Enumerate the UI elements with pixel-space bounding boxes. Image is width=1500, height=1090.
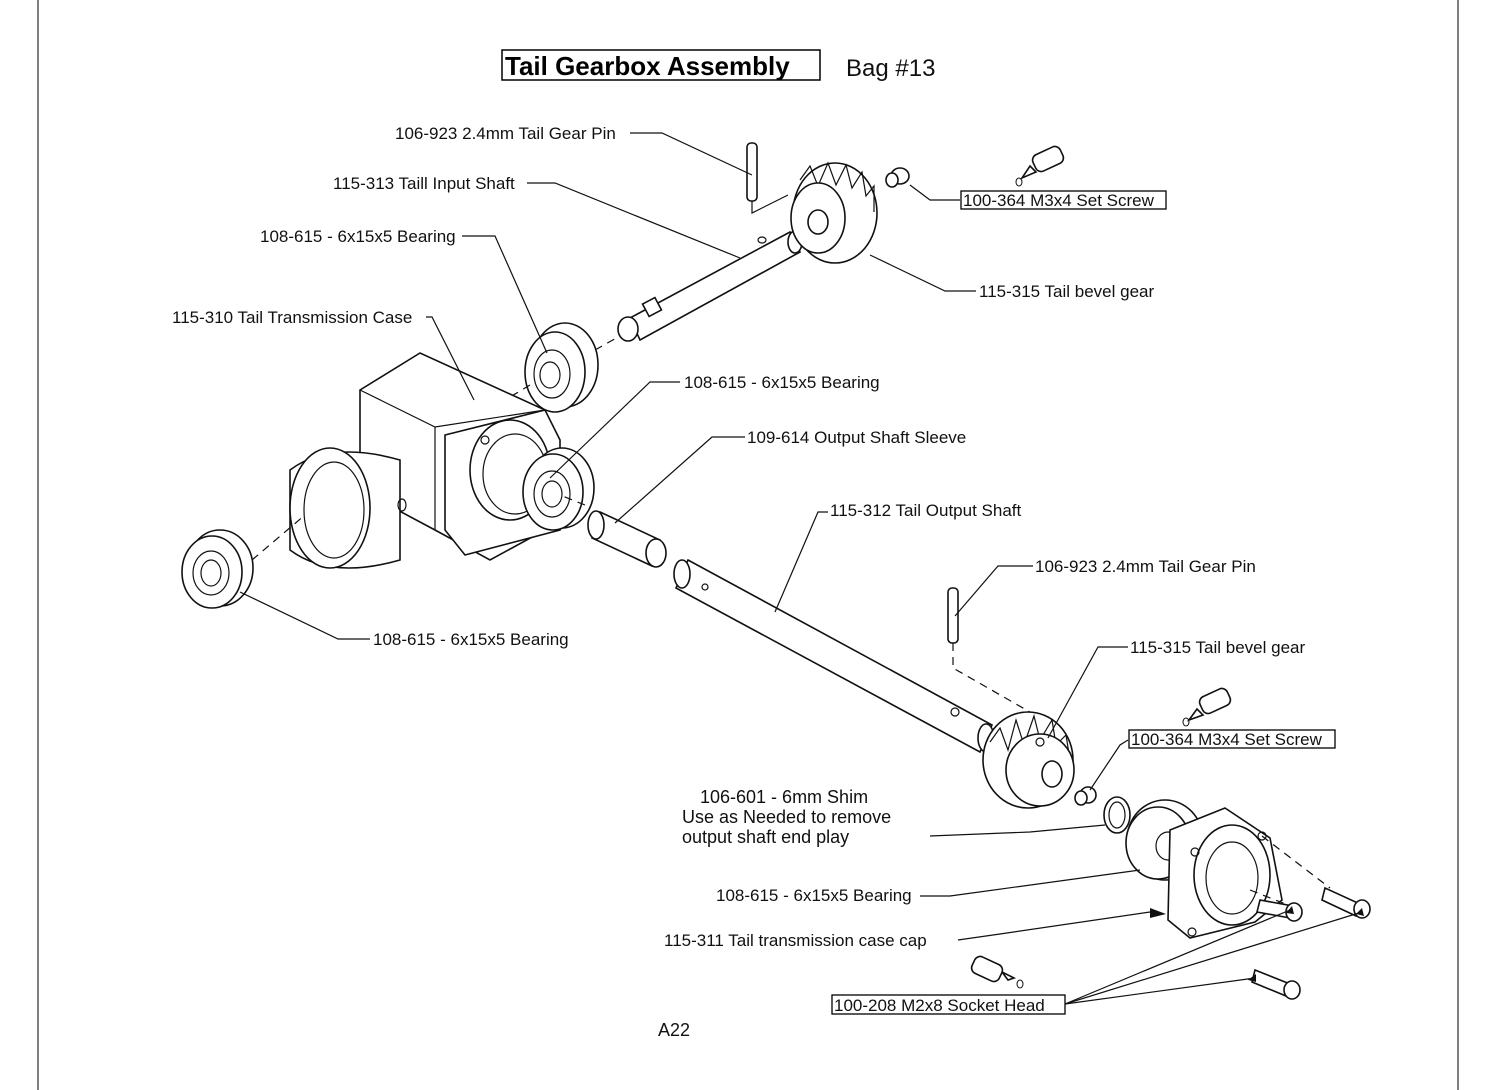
title-box xyxy=(501,49,821,81)
set-screw-bottom-part xyxy=(1074,786,1097,806)
label-output-shaft: 115-312 Tail Output Shaft xyxy=(830,501,1022,520)
label-bevel-gear-top: 115-315 Tail bevel gear xyxy=(979,282,1155,301)
set-screw-bottom-box xyxy=(1128,729,1336,749)
label-bevel-gear-bottom: 115-315 Tail bevel gear xyxy=(1130,638,1306,657)
page-title: Tail Gearbox Assembly xyxy=(505,51,790,81)
bag-number: Bag #13 xyxy=(846,55,935,82)
label-shim-line1: 106-601 - 6mm Shim xyxy=(700,787,868,807)
set-screw-top-part xyxy=(885,167,910,188)
socket-screws-part xyxy=(1251,886,1371,1000)
threadlock-screws-icon xyxy=(970,955,1024,989)
label-case-cap: 115-311 Tail transmission case cap xyxy=(664,931,927,950)
threadlock-bottom-icon xyxy=(1182,687,1232,727)
bearing-left-part xyxy=(181,514,306,609)
label-socket-head: 100-208 M2x8 Socket Head xyxy=(834,996,1045,1015)
label-bearing-left: 108-615 - 6x15x5 Bearing xyxy=(373,630,569,649)
bevel-gear-top-part xyxy=(790,161,878,264)
transmission-case-part xyxy=(289,352,561,569)
bearing-top-part xyxy=(509,322,599,413)
label-input-shaft: 115-313 Taill Input Shaft xyxy=(333,174,515,193)
case-cap-part xyxy=(1167,807,1331,939)
label-gear-pin-top: 106-923 2.4mm Tail Gear Pin xyxy=(395,124,616,143)
label-bearing-top: 108-615 - 6x15x5 Bearing xyxy=(260,227,456,246)
case-cap-arrow xyxy=(1150,908,1166,918)
label-set-screw-top: 100-364 M3x4 Set Screw xyxy=(963,191,1155,210)
shim-part xyxy=(1103,796,1131,834)
bearing-mid-part xyxy=(522,447,595,531)
output-shaft-part xyxy=(673,558,995,754)
label-transmission-case: 115-310 Tail Transmission Case xyxy=(172,308,412,327)
label-bearing-bottom: 108-615 - 6x15x5 Bearing xyxy=(716,886,912,905)
label-bearing-mid: 108-615 - 6x15x5 Bearing xyxy=(684,373,880,392)
label-shim-line3: output shaft end play xyxy=(682,827,849,847)
label-output-sleeve: 109-614 Output Shaft Sleeve xyxy=(747,428,966,447)
output-sleeve-part xyxy=(559,494,667,568)
page-number: A22 xyxy=(658,1020,690,1040)
label-shim-line2: Use as Needed to remove xyxy=(682,807,891,827)
gear-pin-bottom-part xyxy=(947,587,1031,713)
label-gear-pin-bottom: 106-923 2.4mm Tail Gear Pin xyxy=(1035,557,1256,576)
threadlock-top-icon xyxy=(1015,145,1065,187)
label-set-screw-bottom: 100-364 M3x4 Set Screw xyxy=(1131,730,1323,749)
socket-head-box xyxy=(831,994,1066,1015)
bevel-gear-bottom-part xyxy=(982,711,1075,809)
set-screw-top-box xyxy=(960,190,1167,210)
input-shaft-part xyxy=(594,230,803,351)
leader-lines xyxy=(239,132,1364,1005)
gear-pin-top-part xyxy=(746,142,789,214)
